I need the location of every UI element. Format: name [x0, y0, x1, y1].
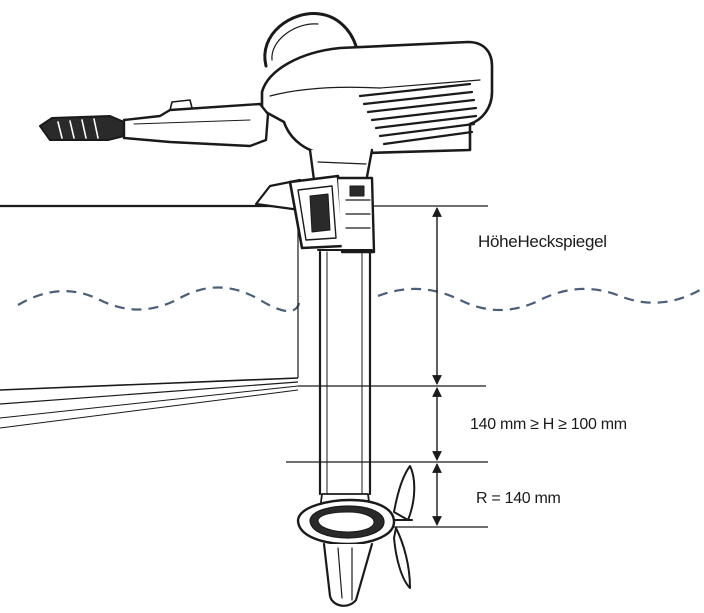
- reference-lines: [286, 205, 488, 528]
- h-range-label: 140 mm ≥ H ≥ 100 mm: [470, 416, 627, 433]
- water-surface-line: [17, 286, 701, 313]
- outboard-motor-icon: [39, 12, 494, 607]
- transom-height-label: HöheHeckspiegel: [478, 232, 607, 251]
- r-value-label: R = 140 mm: [476, 490, 561, 507]
- boat-hull: [0, 204, 300, 429]
